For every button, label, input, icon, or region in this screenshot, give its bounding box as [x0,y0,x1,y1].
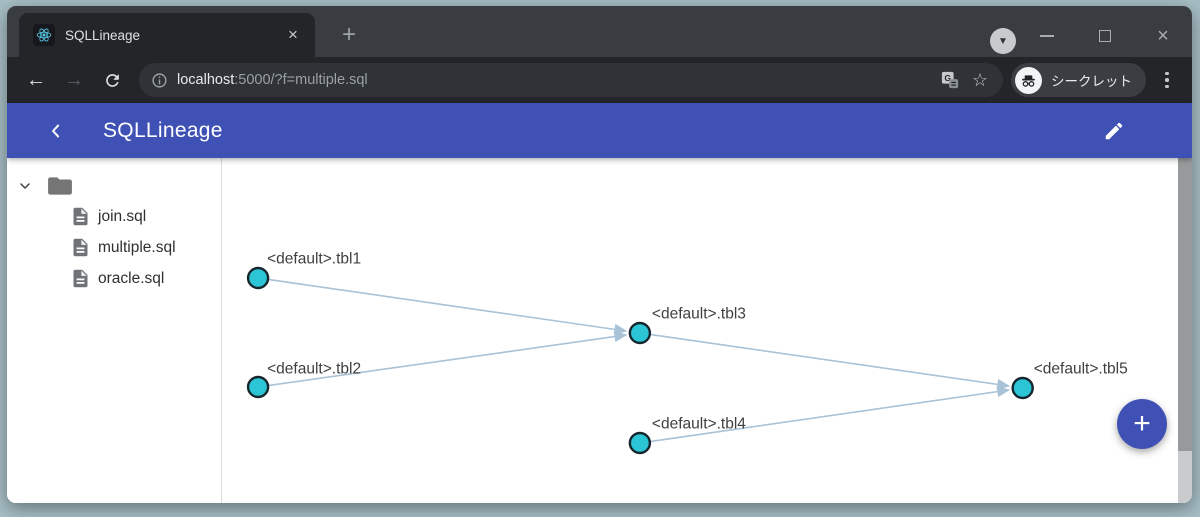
graph-edge [650,390,998,443]
scrollbar-thumb[interactable] [1178,158,1192,452]
back-button[interactable]: ← [26,68,46,91]
incognito-label: シークレット [1051,74,1132,89]
graph-node-tbl4[interactable] [628,431,652,455]
new-tab-button[interactable]: + [341,21,356,48]
graph-node-label: <default>.tbl5 [1034,361,1128,378]
vertical-scrollbar[interactable] [1178,158,1192,503]
maximize-icon [1099,30,1111,42]
graph-edge [268,278,615,331]
file-name: multiple.sql [98,238,176,256]
sql-file-icon [73,269,88,288]
folder-icon [48,176,72,195]
pencil-icon [1105,122,1123,139]
url-bar[interactable]: localhost:5000/?f=multiple.sql G ☆ [139,63,1003,97]
sidebar-collapse-button[interactable] [39,114,73,148]
minimize-button[interactable] [1018,16,1076,56]
graph-edge [650,333,998,386]
file-name: join.sql [98,207,147,225]
bookmark-star-icon[interactable]: ☆ [971,69,989,90]
site-info-icon[interactable] [151,72,168,89]
chevron-left-icon [52,124,60,137]
graph-edge-arrowhead [996,386,1011,398]
maximize-button[interactable] [1076,16,1134,56]
tree-root-folder[interactable] [7,170,221,201]
translate-icon[interactable]: G [937,67,963,93]
browser-window: SQLLineage × + ▼ × ← → localhost:5000/?f… [7,6,1192,503]
url-path: :5000/?f=multiple.sql [234,72,368,88]
window-controls: × [1018,16,1192,56]
forward-button[interactable]: → [64,68,84,91]
reload-button[interactable] [95,63,129,97]
sql-file-icon [73,207,88,226]
graph-edge-arrowhead [613,331,628,343]
tab-strip: SQLLineage × + ▼ × [7,6,1192,57]
graph-node-label: <default>.tbl2 [267,361,361,378]
close-icon: × [1157,25,1169,47]
graph-node-label: <default>.tbl1 [267,251,361,268]
graph-edge [268,335,615,387]
tab-title: SQLLineage [65,27,141,43]
graph-node-tbl2[interactable] [246,375,270,399]
tab-close-icon[interactable]: × [288,25,298,44]
graph-node-tbl3[interactable] [628,321,652,345]
page-title: SQLLineage [103,118,223,142]
reload-icon [105,73,119,87]
svg-text:G: G [944,73,951,83]
file-name: oracle.sql [98,269,165,287]
app-content: join.sql multiple.sql oracle.sql [7,158,1192,503]
close-button[interactable]: × [1134,16,1192,56]
graph-node-label: <default>.tbl4 [652,416,746,433]
sidebar-item-multiple-sql[interactable]: multiple.sql [7,232,221,263]
edit-button[interactable] [1094,111,1134,151]
react-favicon-icon [33,24,55,46]
browser-toolbar: ← → localhost:5000/?f=multiple.sql G [7,57,1192,103]
lineage-graph: <default>.tbl1 <default>.tbl2 <default>.tb… [246,251,1128,455]
file-tree-sidebar: join.sql multiple.sql oracle.sql [7,158,222,503]
incognito-badge[interactable]: シークレット [1011,63,1146,97]
app-header: SQLLineage [7,103,1192,158]
incognito-icon [1015,66,1042,94]
sql-file-icon [73,238,88,257]
tab-search-button[interactable]: ▼ [990,28,1016,54]
url-host: localhost [177,72,235,88]
url-text: localhost:5000/?f=multiple.sql [177,72,933,88]
sidebar-item-oracle-sql[interactable]: oracle.sql [7,263,221,294]
graph-node-tbl5[interactable] [1011,376,1034,400]
sidebar-item-join-sql[interactable]: join.sql [7,201,221,232]
add-fab-button[interactable]: + [1117,399,1167,449]
browser-menu-button[interactable] [1152,63,1182,97]
minimize-icon [1040,35,1054,37]
chevron-down-icon[interactable] [17,178,33,194]
graph-node-tbl1[interactable] [246,266,270,290]
browser-tab[interactable]: SQLLineage × [19,13,315,57]
lineage-canvas[interactable]: <default>.tbl1 <default>.tbl2 <default>.tb… [222,158,1178,503]
graph-node-label: <default>.tbl3 [652,306,746,323]
